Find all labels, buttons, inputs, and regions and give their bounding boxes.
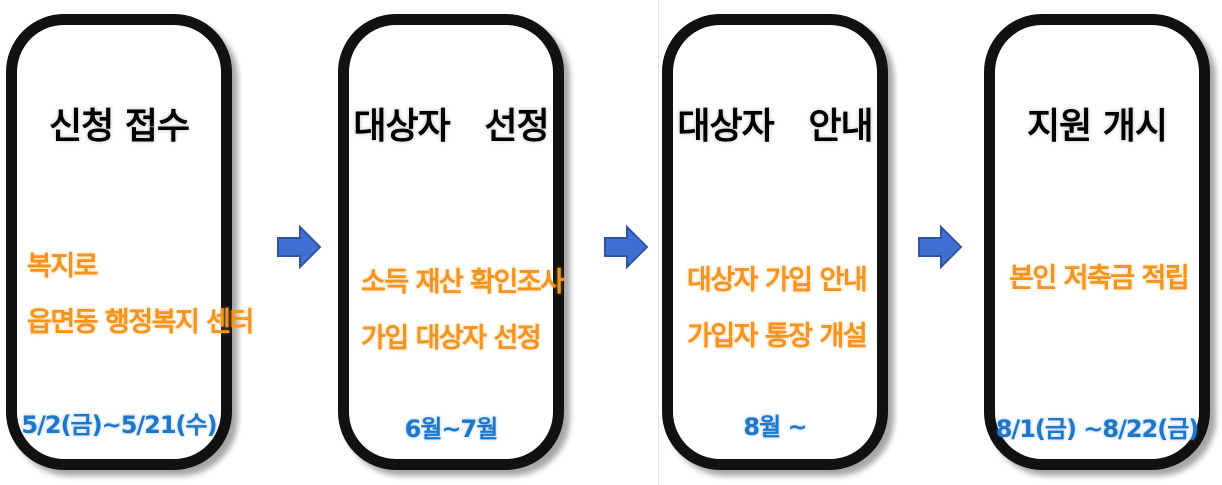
- arrow-right-icon: [604, 224, 649, 270]
- step-card-notification: 대상자 안내 대상자 가입 안내 가입자 통장 개설 8월 ~: [662, 14, 888, 470]
- step-detail-line: 본인 저축금 적립: [1009, 263, 1190, 294]
- step-card-support-start: 지원 개시 본인 저축금 적립 8/1(금) ~8/22(금): [984, 14, 1210, 470]
- arrow-right-icon: [918, 224, 963, 270]
- step-detail-line: 복지로: [27, 251, 99, 282]
- step-details: 본인 저축금 적립: [1009, 251, 1199, 307]
- step-details: 복지로 읍면동 행정복지 센터: [27, 239, 254, 351]
- step-title: 대상자 안내: [677, 106, 873, 147]
- step-detail-line: 소득 재산 확인조사: [361, 267, 565, 298]
- step-date: 8월 ~: [743, 413, 807, 441]
- step-date: 8/1(금) ~8/22(금): [995, 415, 1200, 443]
- step-detail-line: 가입자 통장 개설: [687, 321, 868, 352]
- arrow-right-icon: [277, 224, 322, 270]
- step-title: 대상자 선정: [353, 106, 549, 147]
- step-title: 신청 접수: [48, 106, 190, 147]
- step-details: 대상자 가입 안내 가입자 통장 개설: [687, 253, 877, 365]
- background-divider: [658, 0, 659, 485]
- step-title: 지원 개시: [1026, 106, 1168, 147]
- step-detail-line: 읍면동 행정복지 센터: [27, 307, 254, 338]
- step-details: 소득 재산 확인조사 가입 대상자 선정: [361, 255, 565, 367]
- step-date: 6월~7월: [404, 415, 499, 443]
- step-detail-line: 가입 대상자 선정: [361, 323, 542, 354]
- step-date: 5/2(금)~5/21(수): [21, 411, 217, 439]
- step-card-selection: 대상자 선정 소득 재산 확인조사 가입 대상자 선정 6월~7월: [338, 14, 565, 470]
- step-card-application: 신청 접수 복지로 읍면동 행정복지 센터 5/2(금)~5/21(수): [6, 14, 254, 470]
- step-detail-line: 대상자 가입 안내: [687, 265, 868, 296]
